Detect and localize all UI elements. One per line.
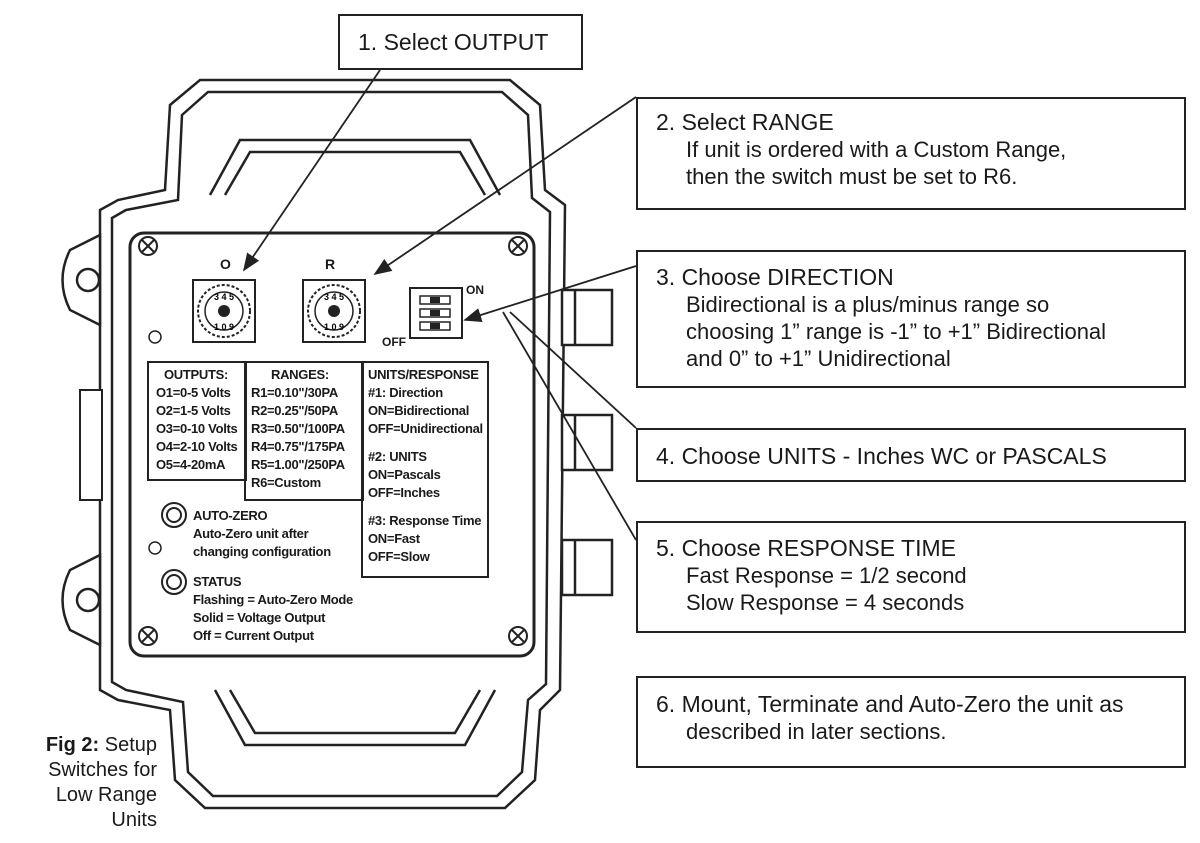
figure-caption: Fig 2: Setup Switches for Low Range Unit… xyxy=(17,733,157,833)
outputs-list: OUTPUTS: O1=0-5 Volts O2=1-5 Volts O3=0-… xyxy=(156,366,238,474)
units-response-list: UNITS/RESPONSE #1: Direction ON=Bidirect… xyxy=(368,366,483,566)
caption-text: Units xyxy=(111,809,157,831)
arrow-step1 xyxy=(242,69,381,272)
status-text: STATUS Flashing = Auto-Zero Mode Solid =… xyxy=(193,573,353,645)
output-rotary-dial[interactable]: 3 4 5 1 0 9 xyxy=(192,279,256,343)
arrow-step2 xyxy=(373,96,637,276)
ranges-item: R4=0.75"/175PA xyxy=(251,439,345,454)
callout-line: Slow Response = 4 seconds xyxy=(686,590,965,615)
ranges-item: R6=Custom xyxy=(251,475,321,490)
units-response-item: ON=Bidirectional xyxy=(368,403,470,418)
switch-off-label: OFF xyxy=(382,335,406,349)
conduit-fitting-2 xyxy=(560,413,614,472)
outputs-item: O3=0-10 Volts xyxy=(156,421,238,436)
callout-title: 5. Choose RESPONSE TIME xyxy=(656,535,956,561)
callout-choose-units: 4. Choose UNITS - Inches WC or PASCALS xyxy=(636,428,1186,482)
units-response-item: OFF=Inches xyxy=(368,485,440,500)
side-latch xyxy=(79,389,103,501)
units-response-header: UNITS/RESPONSE xyxy=(368,367,479,382)
conduit-fitting-3 xyxy=(560,538,614,597)
outputs-item: O5=4-20mA xyxy=(156,457,226,472)
callout-line: then the switch must be set to R6. xyxy=(686,164,1018,189)
units-response-item: #1: Direction xyxy=(368,385,443,400)
dial-digits: 1 0 9 xyxy=(214,322,234,332)
callout-line: described in later sections. xyxy=(686,719,947,744)
callout-line: choosing 1” range is -1” to +1” Bidirect… xyxy=(686,319,1107,344)
status-line: Flashing = Auto-Zero Mode xyxy=(193,592,353,607)
outputs-item: O4=2-10 Volts xyxy=(156,439,238,454)
callout-title: 1. Select OUTPUT xyxy=(358,29,549,55)
callout-select-range: 2. Select RANGE If unit is ordered with … xyxy=(636,97,1186,210)
callout-line: If unit is ordered with a Custom Range, xyxy=(686,137,1067,162)
arrow-step3 xyxy=(463,265,637,322)
autozero-text: AUTO-ZERO Auto-Zero unit after changing … xyxy=(193,507,331,561)
units-response-item: ON=Fast xyxy=(368,531,420,546)
units-response-spacer xyxy=(368,438,483,448)
callout-line: Fast Response = 1/2 second xyxy=(686,563,967,588)
callout-title: 6. Mount, Terminate and Auto-Zero the un… xyxy=(656,691,1124,717)
status-line: Solid = Voltage Output xyxy=(193,610,326,625)
status-line: Off = Current Output xyxy=(193,628,314,643)
ranges-item: R3=0.50"/100PA xyxy=(251,421,345,436)
status-title: STATUS xyxy=(193,574,242,589)
callout-title: 4. Choose UNITS - Inches WC or PASCALS xyxy=(656,443,1107,469)
screw-icon xyxy=(508,236,528,256)
outputs-item: O2=1-5 Volts xyxy=(156,403,231,418)
board-hole xyxy=(148,541,162,555)
units-response-item: OFF=Slow xyxy=(368,549,430,564)
autozero-line: Auto-Zero unit after xyxy=(193,526,309,541)
callout-title: 3. Choose DIRECTION xyxy=(656,264,894,290)
units-response-item: OFF=Unidirectional xyxy=(368,421,483,436)
autozero-button[interactable] xyxy=(161,502,187,528)
conduit-fitting-1 xyxy=(560,288,614,347)
units-response-spacer xyxy=(368,502,483,512)
output-dial-label: O xyxy=(220,256,231,272)
mounting-ear-bottom xyxy=(61,552,102,648)
caption-text: Setup xyxy=(104,734,157,756)
status-led xyxy=(161,569,187,595)
caption-text: Low Range xyxy=(55,784,157,806)
units-response-item: #2: UNITS xyxy=(368,449,427,464)
board-hole xyxy=(148,330,162,344)
screw-icon xyxy=(508,626,528,646)
outputs-header: OUTPUTS: xyxy=(164,367,229,382)
screw-icon xyxy=(138,236,158,256)
ranges-item: R5=1.00"/250PA xyxy=(251,457,345,472)
screw-icon xyxy=(138,626,158,646)
autozero-title: AUTO-ZERO xyxy=(193,508,268,523)
callout-response-time: 5. Choose RESPONSE TIME Fast Response = … xyxy=(636,521,1186,633)
ranges-header: RANGES: xyxy=(271,367,329,382)
switch-on-label: ON xyxy=(466,283,484,297)
ranges-item: R1=0.10"/30PA xyxy=(251,385,338,400)
mounting-ear-top xyxy=(61,232,102,328)
ranges-list: RANGES: R1=0.10"/30PA R2=0.25"/50PA R3=0… xyxy=(251,366,345,492)
caption-label: Fig 2: xyxy=(45,734,100,756)
dial-digits: 1 0 9 xyxy=(324,322,344,332)
outputs-item: O1=0-5 Volts xyxy=(156,385,231,400)
callout-arrows xyxy=(242,69,637,541)
settings-table-frame xyxy=(147,361,489,578)
callout-line: Bidirectional is a plus/minus range so xyxy=(686,292,1050,317)
dial-digits: 3 4 5 xyxy=(324,292,344,302)
ranges-item: R2=0.25"/50PA xyxy=(251,403,338,418)
dip-switch[interactable] xyxy=(409,287,463,339)
callout-line: and 0” to +1” Unidirectional xyxy=(686,346,951,371)
units-response-item: ON=Pascals xyxy=(368,467,441,482)
callout-select-output: 1. Select OUTPUT xyxy=(338,14,583,70)
caption-text: Switches for xyxy=(48,759,157,781)
units-response-item: #3: Response Time xyxy=(368,513,482,528)
autozero-line: changing configuration xyxy=(193,544,331,559)
arrow-step5 xyxy=(502,311,637,541)
enclosure-outline xyxy=(98,78,567,810)
range-rotary-dial[interactable]: 3 4 5 1 0 9 xyxy=(302,279,366,343)
callout-title: 2. Select RANGE xyxy=(656,109,834,135)
callout-mount: 6. Mount, Terminate and Auto-Zero the un… xyxy=(636,676,1186,768)
dial-digits: 3 4 5 xyxy=(214,292,234,302)
arrow-step4 xyxy=(509,311,637,429)
range-dial-label: R xyxy=(325,256,336,272)
callout-choose-direction: 3. Choose DIRECTION Bidirectional is a p… xyxy=(636,250,1186,388)
